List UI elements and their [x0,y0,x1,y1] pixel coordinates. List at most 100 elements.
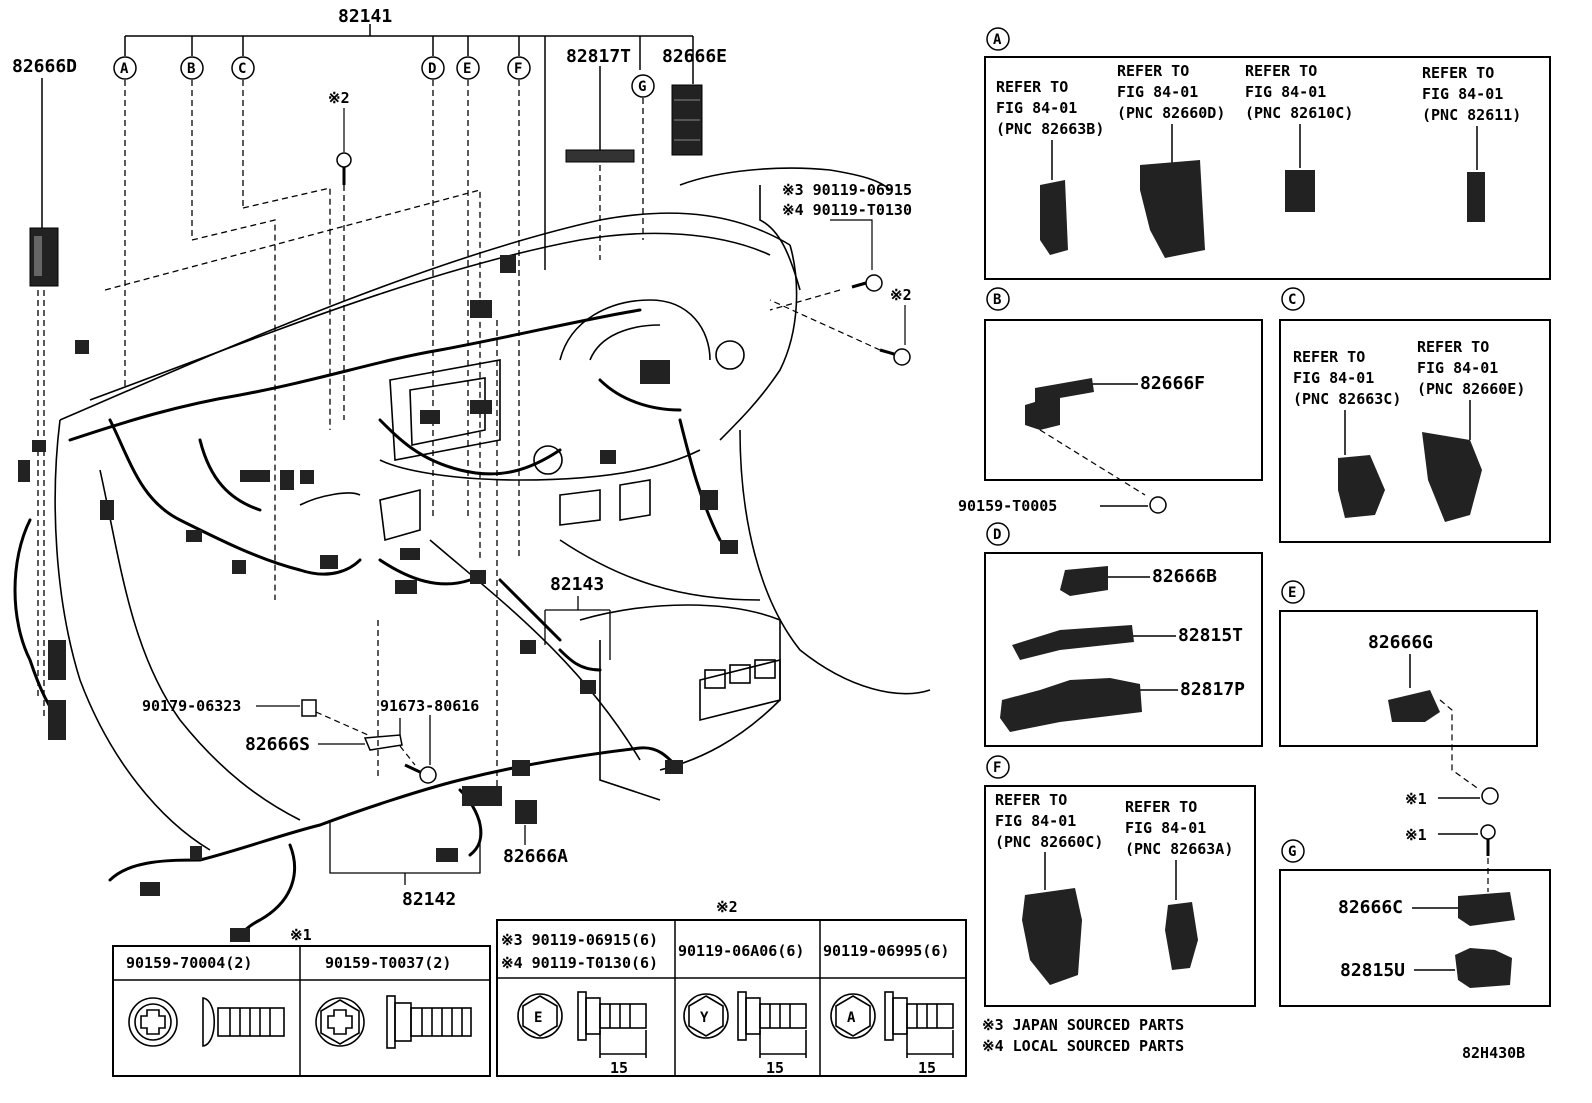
inset-f-ref2-l3: (PNC 82663A) [1125,840,1233,858]
inset-d: D 82666B 82815T 82817P [984,522,1263,747]
bolt-note-line2: ※4 90119-T0130 [782,201,912,219]
inset-e: E 82666G ※1 [1279,580,1538,808]
svg-text:E: E [534,1010,542,1026]
part-label-82817t: 82817T [566,46,631,67]
svg-text:F: F [514,61,522,77]
inset-a-ref4-l3: (PNC 82611) [1422,106,1521,124]
part-label-82815u: 82815U [1340,960,1405,981]
inset-b: B 82666F 90159-T0005 [958,287,1263,515]
inset-c-ref1-l2: FIG 84-01 [1293,369,1374,387]
inset-a-ref2-l2: FIG 84-01 [1117,83,1198,101]
svg-text:B: B [993,292,1001,308]
inset-f-ref1-l3: (PNC 82660C) [995,833,1103,851]
inset-c-ref2-l1: REFER TO [1417,338,1489,356]
inset-f-ref1-l1: REFER TO [995,791,1067,809]
part-label-82817p: 82817P [1180,679,1245,700]
inset-c: C REFER TO FIG 84-01 (PNC 82663C) REFER … [1279,287,1551,543]
inset-a-ref3-l1: REFER TO [1245,62,1317,80]
svg-text:E: E [1288,585,1296,601]
fastener-90159-70004: 90159-70004(2) [126,954,252,972]
part-label-82666e: 82666E [662,46,727,67]
svg-text:G: G [1288,844,1296,860]
bolt-head-a-icon: A [830,993,876,1039]
part-label-90159-t0005: 90159-T0005 [958,497,1057,515]
inset-a-ref1-l1: REFER TO [996,78,1068,96]
inset-c-ref2-l3: (PNC 82660E) [1417,380,1525,398]
bolt-head-e-icon: E [517,993,563,1039]
screw-side-icon [202,997,285,1047]
length-15-c: 15 [918,1059,936,1077]
svg-text:Y: Y [700,1010,709,1026]
hex-washer-head-icon [315,997,365,1047]
part-label-82141: 82141 [338,6,392,27]
figure-code: 82H430B [1462,1044,1525,1062]
inset-a-ref2-l3: (PNC 82660D) [1117,104,1225,122]
mark-2b: ※2 [890,286,912,304]
inset-a-ref1-l2: FIG 84-01 [996,99,1077,117]
svg-text:E: E [463,61,471,77]
mark-2a: ※2 [328,89,350,107]
inset-c-ref1-l3: (PNC 82663C) [1293,390,1401,408]
inset-a-ref1-l3: (PNC 82663B) [996,120,1104,138]
bolt-side-icon [884,991,954,1058]
svg-text:B: B [187,61,195,77]
svg-text:A: A [993,32,1002,48]
part-label-82666a: 82666A [503,846,568,867]
part-label-82666f: 82666F [1140,373,1205,394]
inset-f: F REFER TO FIG 84-01 (PNC 82660C) REFER … [984,755,1256,1007]
inset-c-ref1-l1: REFER TO [1293,348,1365,366]
svg-text:G: G [638,79,646,95]
part-label-82666b: 82666B [1152,566,1217,587]
callout-g: G [631,74,655,98]
hex-washer-side-icon [386,995,472,1049]
inset-a-ref4-l2: FIG 84-01 [1422,85,1503,103]
fastener-90119-06915: ※3 90119-06915(6) [501,931,658,949]
part-label-82666c: 82666C [1338,897,1403,918]
length-15-b: 15 [766,1059,784,1077]
fastener-90119-06995: 90119-06995(6) [823,942,949,960]
svg-text:A: A [847,1010,856,1026]
fastener-90119-t0130: ※4 90119-T0130(6) [501,954,658,972]
mark-1: ※1 [290,926,312,944]
part-label-82666s: 82666S [245,734,310,755]
part-label-90179-06323: 90179-06323 [142,697,241,715]
part-label-82142: 82142 [402,889,456,910]
callout-a: A [113,56,137,80]
footnote-local: ※4 LOCAL SOURCED PARTS [982,1037,1184,1055]
part-label-82666d: 82666D [12,56,77,77]
callout-c: C [231,56,255,80]
inset-a-ref3-l3: (PNC 82610C) [1245,104,1353,122]
svg-text:A: A [120,61,129,77]
bolt-head-y-icon: Y [683,993,729,1039]
svg-text:C: C [238,61,246,77]
length-15-a: 15 [610,1059,628,1077]
part-label-91673-80616: 91673-80616 [380,697,479,715]
bolt-side-icon [577,991,647,1058]
footnote-japan: ※3 JAPAN SOURCED PARTS [982,1016,1184,1034]
inset-g: ※1 G 82666C 82815U [1279,824,1551,1007]
mark-1-e: ※1 [1405,790,1427,808]
callout-d: D [421,56,445,80]
part-label-82815t: 82815T [1178,625,1243,646]
fastener-90159-t0037: 90159-T0037(2) [325,954,451,972]
mark-1-g: ※1 [1405,826,1427,844]
fastener-table-1: 90159-70004(2) 90159-T0037(2) [112,945,491,1077]
fastener-90119-06a06: 90119-06A06(6) [678,942,804,960]
svg-text:D: D [993,527,1001,543]
svg-text:F: F [993,760,1001,776]
inset-a: A REFER TO FIG 84-01 (PNC 82663B) REFER … [984,27,1551,280]
callout-f: F [507,56,531,80]
fastener-table-2: ※2 ※3 90119-06915(6) ※4 90119-T0130(6) 9… [496,898,967,1077]
bolt-side-icon [737,991,807,1058]
inset-a-ref4-l1: REFER TO [1422,64,1494,82]
inset-f-ref2-l2: FIG 84-01 [1125,819,1206,837]
part-label-82666g: 82666G [1368,632,1433,653]
inset-a-ref3-l2: FIG 84-01 [1245,83,1326,101]
main-drawing: 82141 A B C D E F G [12,6,931,944]
part-label-82143: 82143 [550,574,604,595]
callout-e: E [456,56,480,80]
inset-a-ref2-l1: REFER TO [1117,62,1189,80]
svg-text:D: D [428,61,436,77]
screw-head-icon [128,997,178,1047]
